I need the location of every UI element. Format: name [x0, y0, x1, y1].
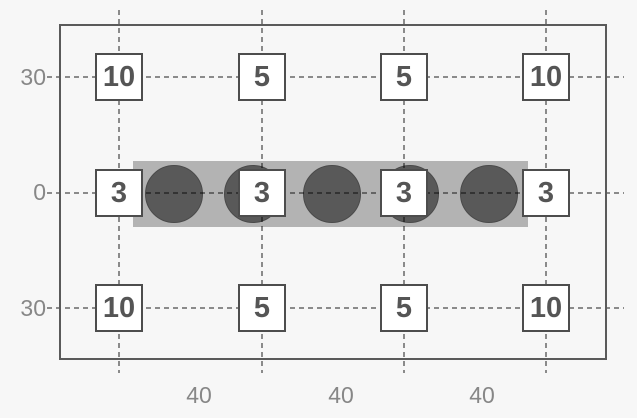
- node-square: 3: [238, 169, 286, 217]
- node-value: 10: [529, 60, 563, 93]
- x-axis-label: 40: [469, 382, 495, 408]
- node-value: 5: [395, 60, 413, 93]
- node-value: 3: [537, 176, 555, 209]
- node-value: 5: [253, 60, 271, 93]
- node-circle: [303, 165, 361, 223]
- node-square: 3: [522, 169, 570, 217]
- node-square: 5: [380, 284, 428, 332]
- node-value: 10: [102, 60, 136, 93]
- y-axis-label: 30: [20, 295, 46, 321]
- x-axis-label: 40: [186, 382, 212, 408]
- y-axis-label: 30: [20, 64, 46, 90]
- y-axis-label: 0: [33, 179, 46, 205]
- node-square: 5: [238, 284, 286, 332]
- node-value: 5: [395, 291, 413, 324]
- node-square: 3: [380, 169, 428, 217]
- node-square: 10: [522, 53, 570, 101]
- node-square: 10: [95, 284, 143, 332]
- node-square: 5: [380, 53, 428, 101]
- horizontal-gridline: [47, 76, 624, 78]
- node-square: 3: [95, 169, 143, 217]
- horizontal-gridline: [47, 192, 624, 194]
- x-axis-label: 40: [328, 382, 354, 408]
- node-circle: [460, 165, 518, 223]
- node-value: 10: [102, 291, 136, 324]
- node-value: 10: [529, 291, 563, 324]
- node-square: 10: [522, 284, 570, 332]
- node-value: 3: [395, 176, 413, 209]
- node-square: 10: [95, 53, 143, 101]
- node-circle: [145, 165, 203, 223]
- plot-border: [59, 24, 607, 360]
- node-value: 3: [110, 176, 128, 209]
- node-square: 5: [238, 53, 286, 101]
- node-value: 5: [253, 291, 271, 324]
- horizontal-gridline: [47, 307, 624, 309]
- node-value: 3: [253, 176, 271, 209]
